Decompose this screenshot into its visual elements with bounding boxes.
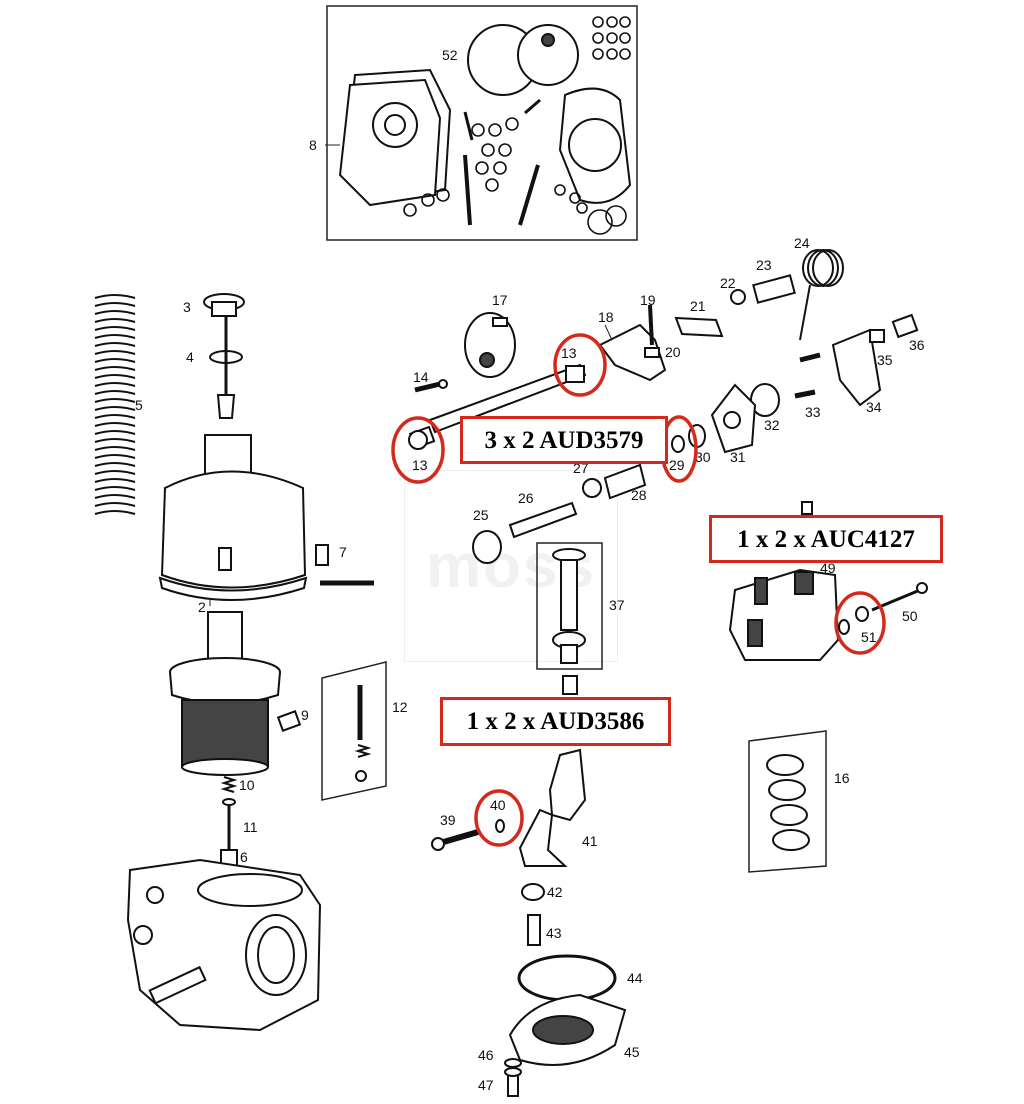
part-number-52: 52 [442, 47, 458, 63]
part-number-20: 20 [665, 344, 681, 360]
float-needle-box: 37 [536, 542, 625, 695]
needle-box: 12 [321, 661, 408, 801]
part-number-7: 7 [339, 544, 347, 560]
part-number-29: 29 [669, 457, 685, 473]
part-number-41: 41 [582, 833, 598, 849]
highlight-circle-51 [834, 591, 886, 655]
part-number-43: 43 [546, 925, 562, 941]
callout-auc4127: 1 x 2 x AUC4127 [709, 515, 943, 563]
part-number-26: 26 [518, 490, 534, 506]
throttle-spindle-group: 17 14 13 13 18 19 20 21 22 23 [408, 235, 925, 564]
callout-aud3579: 3 x 2 AUD3579 [460, 416, 668, 464]
part-number-32: 32 [764, 417, 780, 433]
part-number-50: 50 [902, 608, 918, 624]
gasket-kit-box: 52 8 [309, 5, 638, 241]
part-number-19: 19 [640, 292, 656, 308]
part-number-21: 21 [690, 298, 706, 314]
part-number-39: 39 [440, 812, 456, 828]
callout-aud3586: 1 x 2 x AUD3586 [440, 697, 671, 746]
part-number-37: 37 [609, 597, 625, 613]
part-number-47: 47 [478, 1077, 494, 1093]
part-number-22: 22 [720, 275, 736, 291]
part-number-16: 16 [834, 770, 850, 786]
carburettor-body-group: 5 3 4 2 7 9 10 11 [94, 293, 374, 1032]
highlight-circle-13-lower [391, 416, 445, 484]
part-number-6: 6 [240, 849, 248, 865]
part-number-46: 46 [478, 1047, 494, 1063]
part-number-30: 30 [695, 449, 711, 465]
part-number-10: 10 [239, 777, 255, 793]
part-number-51: 51 [861, 629, 877, 645]
highlight-circles [391, 333, 886, 847]
part-number-34: 34 [866, 399, 882, 415]
part-number-9: 9 [301, 707, 309, 723]
part-number-5: 5 [135, 397, 143, 413]
part-number-27: 27 [573, 460, 589, 476]
part-number-18: 18 [598, 309, 614, 325]
part-number-44: 44 [627, 970, 643, 986]
highlight-circle-13-upper [553, 333, 607, 397]
highlight-circle-40 [474, 789, 524, 847]
part-number-23: 23 [756, 257, 772, 273]
part-number-4: 4 [186, 349, 194, 365]
part-number-2: 2 [198, 599, 206, 615]
part-number-12: 12 [392, 699, 408, 715]
spring [94, 294, 136, 515]
part-number-8: 8 [309, 137, 317, 153]
part-number-3: 3 [183, 299, 191, 315]
float-box: 16 [748, 730, 850, 873]
part-number-24: 24 [794, 235, 810, 251]
part-number-14: 14 [413, 369, 429, 385]
part-number-42: 42 [547, 884, 563, 900]
part-number-40: 40 [490, 797, 506, 813]
part-number-25: 25 [473, 507, 489, 523]
part-number-36: 36 [909, 337, 925, 353]
part-number-31: 31 [730, 449, 746, 465]
part-number-13-lower: 13 [412, 457, 428, 473]
part-number-11: 11 [243, 819, 258, 835]
part-number-35: 35 [877, 352, 893, 368]
part-number-28: 28 [631, 487, 647, 503]
part-number-33: 33 [805, 404, 821, 420]
part-number-49: 49 [820, 560, 836, 576]
part-number-13-upper: 13 [561, 345, 577, 361]
part-number-17: 17 [492, 292, 508, 308]
float-chamber-group: 39 40 41 42 43 44 45 46 47 [431, 748, 643, 1097]
part-number-45: 45 [624, 1044, 640, 1060]
